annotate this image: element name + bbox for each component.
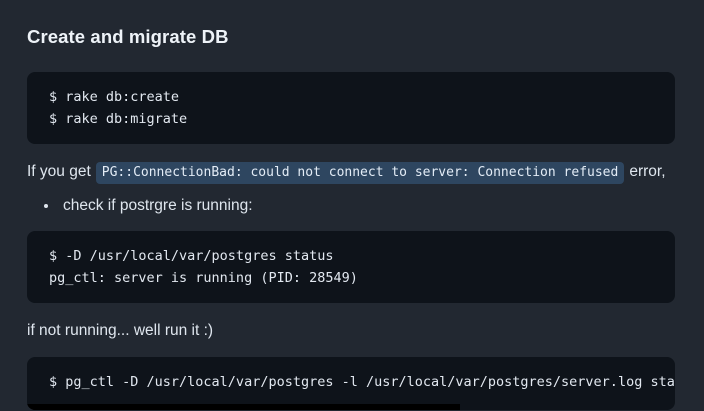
- code-block-pgctl-start[interactable]: $ pg_ctl -D /usr/local/var/postgres -l /…: [27, 357, 675, 410]
- code-line: pg_ctl: server is running (PID: 28549): [49, 270, 358, 286]
- horizontal-scrollbar-thumb[interactable]: [27, 404, 460, 410]
- inline-code-pg-connectionbad: PG::ConnectionBad: could not connect to …: [95, 162, 625, 184]
- paragraph-run-it: if not running... well run it :): [27, 322, 214, 339]
- code-block-rake: $ rake db:create $ rake db:migrate: [27, 72, 675, 144]
- section-heading: Create and migrate DB: [27, 26, 229, 47]
- code-line: $ rake db:create: [49, 89, 180, 105]
- paragraph-suffix: error,: [629, 163, 666, 180]
- bullet-list: check if postrgre is running:: [27, 195, 676, 217]
- code-block-pgctl-status: $ -D /usr/local/var/postgres status pg_ct…: [27, 231, 675, 303]
- list-item-check-postgres: check if postrgre is running:: [59, 195, 676, 217]
- code-line: $ -D /usr/local/var/postgres status: [49, 248, 334, 264]
- paragraph-prefix: If you get: [27, 163, 91, 180]
- code-line: $ rake db:migrate: [49, 111, 188, 127]
- code-line: $ pg_ctl -D /usr/local/var/postgres -l /…: [49, 374, 675, 390]
